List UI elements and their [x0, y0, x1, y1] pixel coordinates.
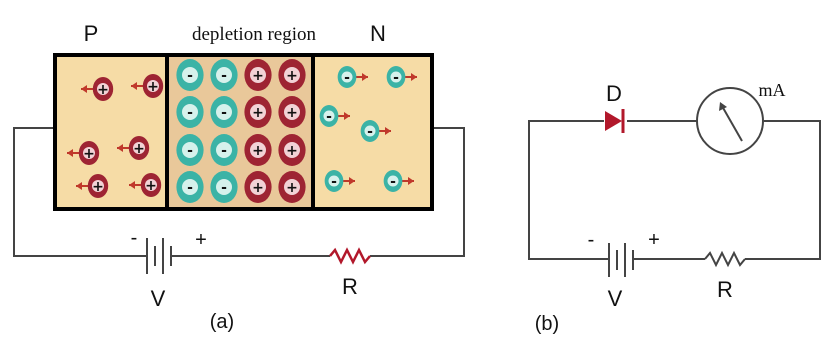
- battery-b-label: V: [608, 286, 623, 311]
- label-depletion-region: depletion region: [192, 24, 316, 45]
- electron-carrier: -: [210, 134, 238, 166]
- electron-carrier: -: [386, 66, 417, 88]
- figure-b: D mA - + V R (b): [528, 80, 821, 335]
- hole-carrier: +: [244, 134, 272, 166]
- hole-carrier: +: [76, 174, 109, 198]
- depletion-holes: + + + + + + + +: [244, 59, 306, 203]
- svg-text:+: +: [252, 105, 264, 121]
- svg-text:-: -: [344, 70, 350, 86]
- svg-text:-: -: [221, 180, 227, 196]
- svg-text:+: +: [286, 143, 298, 159]
- electron-carrier: -: [324, 170, 355, 192]
- svg-text:+: +: [286, 180, 298, 196]
- diode: [605, 109, 625, 133]
- svg-text:+: +: [145, 178, 157, 194]
- electron-carrier: -: [383, 170, 414, 192]
- hole-carrier: +: [278, 59, 306, 91]
- electron-carrier: -: [337, 66, 368, 88]
- svg-text:-: -: [221, 68, 227, 84]
- hole-carrier: +: [278, 134, 306, 166]
- electron-carrier: -: [176, 134, 204, 166]
- svg-text:-: -: [393, 70, 399, 86]
- electron-carrier: -: [176, 171, 204, 203]
- battery-b-plus: +: [648, 229, 660, 251]
- battery-a-minus: -: [131, 227, 138, 249]
- electron-carrier: -: [176, 59, 204, 91]
- electron-carrier: -: [210, 59, 238, 91]
- hole-carrier: +: [278, 171, 306, 203]
- milliammeter: [696, 87, 764, 155]
- semiconductor-outline: [53, 53, 434, 211]
- meter-needle: [721, 105, 743, 142]
- resistor-b: [704, 250, 746, 268]
- figure-a: + + + + + + - - - - - - - - + + + + + + + + - - - - - - P deplet…: [13, 21, 465, 333]
- electron-carrier: -: [210, 171, 238, 203]
- svg-text:+: +: [286, 68, 298, 84]
- svg-text:+: +: [133, 141, 145, 157]
- battery-b: [597, 243, 639, 277]
- hole-carrier: +: [117, 136, 150, 160]
- svg-text:+: +: [252, 143, 264, 159]
- circuit-b-wire: [528, 120, 821, 260]
- svg-text:+: +: [147, 79, 159, 95]
- n-region-electrons: - - - - - -: [319, 66, 417, 192]
- p-region-holes: + + + + + +: [67, 74, 164, 198]
- electron-carrier: -: [176, 96, 204, 128]
- depletion-electrons: - - - - - - - -: [176, 59, 238, 203]
- svg-text:-: -: [187, 105, 193, 121]
- resistor-a-label: R: [342, 274, 358, 299]
- hole-carrier: +: [131, 74, 164, 98]
- svg-text:+: +: [92, 179, 104, 195]
- svg-text:+: +: [83, 146, 95, 162]
- caption-a: (a): [210, 311, 234, 333]
- hole-carrier: +: [67, 141, 100, 165]
- electron-carrier: -: [319, 105, 350, 127]
- battery-a: [132, 238, 184, 274]
- svg-text:-: -: [221, 105, 227, 121]
- label-p: P: [84, 21, 99, 46]
- resistor-b-label: R: [717, 277, 733, 302]
- svg-text:+: +: [286, 105, 298, 121]
- svg-text:+: +: [252, 68, 264, 84]
- svg-text:-: -: [187, 143, 193, 159]
- svg-text:-: -: [326, 109, 332, 125]
- svg-text:-: -: [187, 180, 193, 196]
- circuit-a-wire: [13, 127, 465, 257]
- electron-carrier: -: [360, 120, 391, 142]
- svg-text:-: -: [331, 174, 337, 190]
- svg-text:-: -: [367, 124, 373, 140]
- hole-carrier: +: [81, 77, 114, 101]
- svg-text:+: +: [97, 82, 109, 98]
- resistor-a: [329, 247, 371, 265]
- hole-carrier: +: [244, 171, 272, 203]
- hole-carrier: +: [278, 96, 306, 128]
- svg-text:-: -: [187, 68, 193, 84]
- hole-carrier: +: [244, 96, 272, 128]
- battery-a-label: V: [151, 286, 166, 311]
- svg-text:-: -: [221, 143, 227, 159]
- meter-label: mA: [759, 80, 786, 100]
- svg-text:-: -: [390, 174, 396, 190]
- svg-text:+: +: [252, 180, 264, 196]
- electron-carrier: -: [210, 96, 238, 128]
- battery-a-plus: +: [195, 229, 207, 251]
- hole-carrier: +: [244, 59, 272, 91]
- hole-carrier: +: [129, 173, 162, 197]
- diode-label: D: [606, 81, 622, 106]
- battery-b-minus: -: [588, 229, 595, 251]
- label-n: N: [370, 21, 386, 46]
- caption-b: (b): [535, 313, 559, 335]
